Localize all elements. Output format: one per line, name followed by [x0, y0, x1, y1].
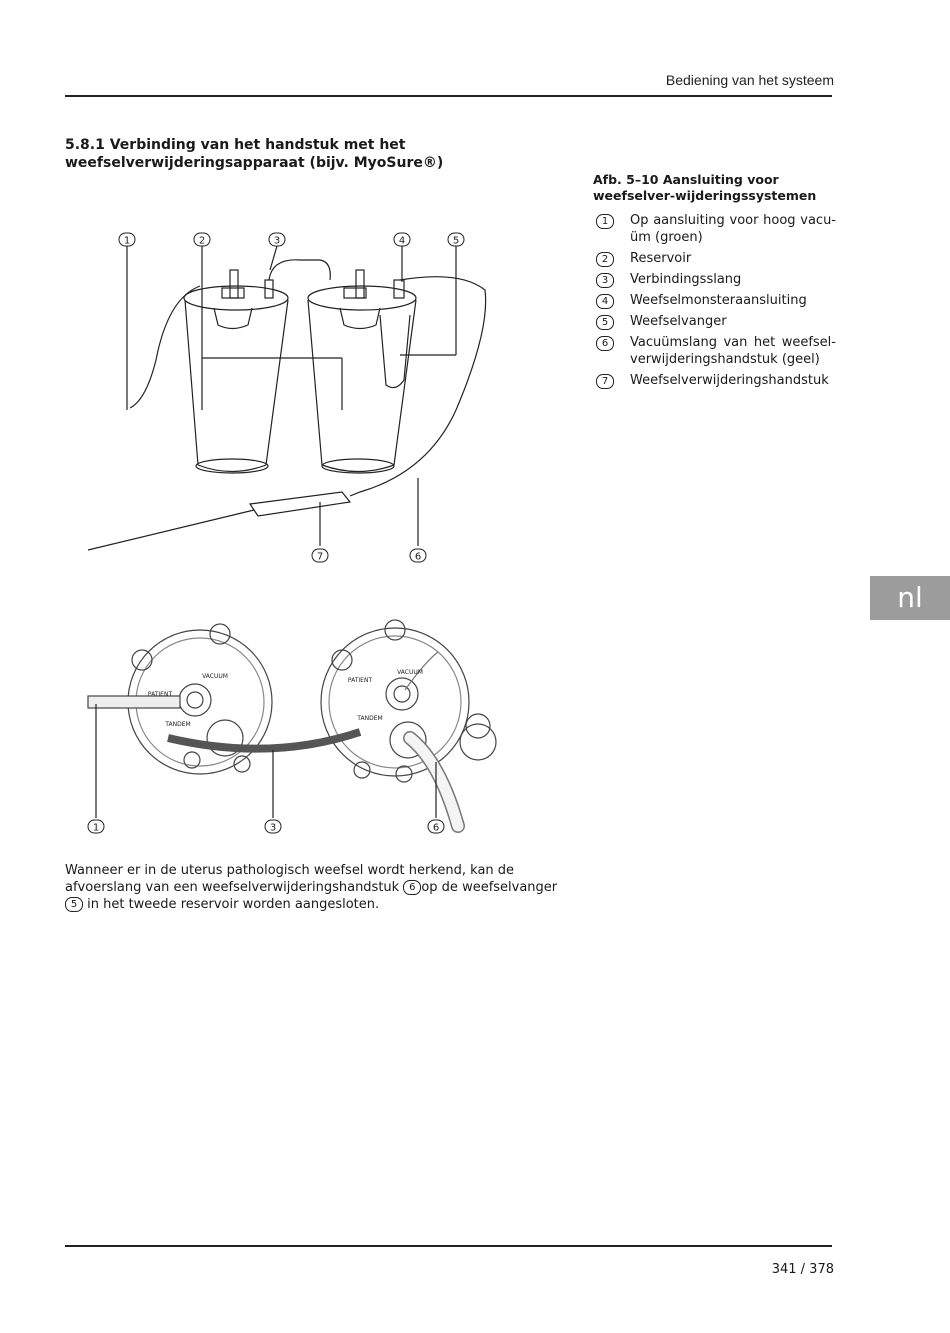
legend-item: 4 Weefselmonsteraansluiting: [596, 292, 836, 309]
body-text-part: op de weefselvanger: [421, 880, 558, 895]
legend-text: Reservoir: [630, 251, 692, 266]
high-vacuum-hose: [87, 695, 181, 709]
canister-right-body: [307, 299, 417, 473]
legend-text: Verbindingsslang: [630, 272, 742, 287]
svg-text:3: 3: [274, 236, 280, 247]
svg-text:6: 6: [433, 823, 439, 834]
legend-number: 5: [596, 315, 614, 330]
callout-2-top: 2: [193, 232, 211, 247]
page-header-title: Bediening van het systeem: [665, 72, 834, 88]
patient-label-right: PATIENT: [348, 677, 373, 684]
callout-3-bottom: 3: [264, 819, 282, 834]
patient-label-left: PATIENT: [148, 691, 173, 698]
page-number: 341 / 378: [771, 1262, 834, 1277]
svg-text:1: 1: [124, 236, 130, 247]
legend-text: Weefselvanger: [630, 314, 727, 329]
legend-number: 2: [596, 252, 614, 267]
inline-reference: 6: [403, 880, 422, 895]
svg-text:2: 2: [199, 236, 205, 247]
canister-left-base: [195, 458, 269, 474]
canister-left-lid: [183, 285, 289, 311]
legend-text: Op aansluiting voor hoog vacu-üm (groen): [630, 213, 836, 245]
header-rule: [65, 95, 832, 97]
legend-item: 6 Vacuümslang van het weefsel-verwijderin…: [596, 334, 836, 368]
legend-text: Vacuümslang van het weefsel-verwijdering…: [630, 335, 836, 367]
callout-1-top: 1: [118, 232, 136, 247]
legend-number: 4: [596, 294, 614, 309]
body-text-part: in het tweede reservoir worden aangeslot…: [83, 897, 380, 912]
svg-text:1: 1: [93, 823, 99, 834]
language-tab: nl: [870, 576, 950, 620]
legend-text: Weefselverwijderingshandstuk: [630, 373, 829, 388]
handpiece-shaft: [87, 509, 255, 551]
tandem-label-right: TANDEM: [356, 715, 382, 722]
callout-7-top: 7: [311, 548, 329, 563]
svg-text:5: 5: [453, 236, 459, 247]
footer-rule: [65, 1245, 832, 1247]
inline-reference: 5: [65, 897, 83, 912]
callout-6-bottom: 6: [427, 819, 445, 834]
callout-4-top: 4: [393, 232, 411, 247]
canister-lids-top-view-illustration: VACUUM PATIENT TANDEM VACUUM PATIENT TAN…: [87, 619, 497, 834]
body-text-part: Wanneer er in de uterus pathologisch wee…: [65, 863, 515, 895]
handpiece-body: [248, 491, 352, 517]
section-title: 5.8.1 Verbinding van het handstuk met he…: [65, 137, 444, 171]
legend-number: 7: [596, 374, 614, 389]
body-paragraph: Wanneer er in de uterus pathologisch wee…: [65, 862, 575, 913]
legend-item: 5 Weefselvanger: [596, 313, 836, 330]
callout-5-top: 5: [447, 232, 465, 247]
connecting-tube: [167, 728, 362, 753]
canister-side-view-illustration: 1 2 3 4 5 7 6: [87, 232, 487, 563]
figure-legend: 1 Op aansluiting voor hoog vacu-üm (groen…: [596, 212, 836, 393]
canister-left-body: [184, 299, 289, 473]
svg-text:7: 7: [317, 552, 323, 563]
svg-text:6: 6: [415, 552, 421, 563]
legend-number: 6: [596, 336, 614, 351]
legend-item: 3 Verbindingsslang: [596, 271, 836, 288]
callout-3-top: 3: [268, 232, 286, 247]
connecting-tube-shape: [268, 259, 331, 281]
legend-item: 2 Reservoir: [596, 250, 836, 267]
tandem-label-left: TANDEM: [164, 721, 190, 728]
handpiece-hose-shape: [349, 276, 487, 497]
lid-right: [320, 627, 470, 777]
vacuum-label-left: VACUUM: [202, 673, 228, 680]
callout-1-bottom: 1: [87, 819, 105, 834]
tissue-trap-shape: [379, 314, 411, 389]
vacuum-hose-shape: [129, 285, 201, 409]
svg-text:3: 3: [270, 823, 276, 834]
callout-6-top: 6: [409, 548, 427, 563]
legend-item: 1 Op aansluiting voor hoog vacu-üm (groen…: [596, 212, 836, 246]
canister-right-base: [321, 458, 395, 474]
vacuum-label-right: VACUUM: [397, 669, 423, 676]
legend-number: 3: [596, 273, 614, 288]
figure-caption: Afb. 5–10 Aansluiting voor weefselver-wi…: [593, 172, 817, 203]
legend-number: 1: [596, 214, 614, 229]
legend-text: Weefselmonsteraansluiting: [630, 293, 807, 308]
canister-right-lid: [307, 285, 417, 311]
svg-text:4: 4: [399, 236, 405, 247]
legend-item: 7 Weefselverwijderingshandstuk: [596, 372, 836, 389]
